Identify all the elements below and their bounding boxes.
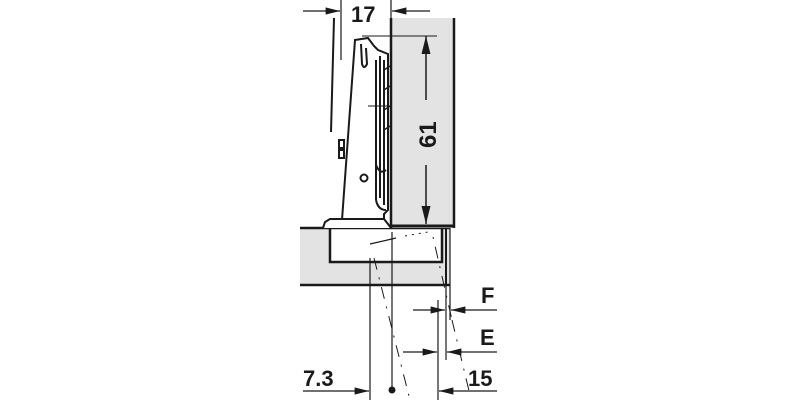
- door-panel: [389, 18, 456, 228]
- pivot-point: [388, 386, 396, 394]
- dim-label-f: F: [481, 283, 494, 308]
- dimension-e: E: [403, 325, 497, 356]
- dim-label-61: 61: [415, 121, 442, 148]
- dimension-f: F: [413, 283, 497, 314]
- hinge-cup: [328, 226, 444, 264]
- dim-label-7-3: 7.3: [303, 366, 334, 391]
- reference-lines: [369, 228, 451, 400]
- dimension-15: 15: [439, 366, 497, 395]
- dimension-7-3: 7.3: [303, 366, 369, 395]
- dim-label-e: E: [480, 325, 495, 350]
- dimension-61: 61: [415, 36, 442, 224]
- construction-lines: [369, 231, 471, 400]
- dim-label-15: 15: [468, 366, 492, 391]
- hinge-arm: [322, 17, 437, 229]
- dim-label-17: 17: [351, 2, 375, 27]
- dimension-17: 17: [303, 0, 430, 60]
